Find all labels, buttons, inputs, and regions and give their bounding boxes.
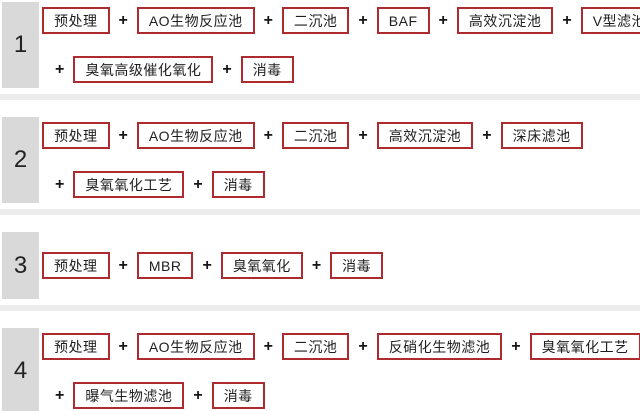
plus-separator: + xyxy=(311,256,322,274)
plus-separator: + xyxy=(118,337,128,355)
process-step-box: 臭氧氧化 xyxy=(220,252,303,279)
process-step-box: 深床滤池 xyxy=(500,122,583,149)
row-number: 1 xyxy=(2,2,39,88)
process-step-box: 预处理 xyxy=(42,7,110,34)
plus-separator: + xyxy=(562,11,572,29)
process-step-box: 臭氧高级催化氧化 xyxy=(73,56,214,83)
plus-separator: + xyxy=(482,126,492,144)
process-step-box: 反硝化生物滤池 xyxy=(376,333,503,360)
process-step-box: 高效沉淀池 xyxy=(376,122,474,149)
row-content: 预处理 + MBR + 臭氧氧化 + 消毒 xyxy=(39,232,640,299)
row-content: 预处理 + AO生物反应池 + 二沉池 + 反硝化生物滤池 + 臭氧氧化工艺 + 曝气生物滤池 + 消毒 xyxy=(39,328,640,411)
plus-separator: + xyxy=(438,11,448,29)
row-number: 3 xyxy=(2,232,39,299)
process-step-box: MBR xyxy=(136,252,194,279)
process-step-box: AO生物反应池 xyxy=(136,122,255,149)
process-step-box: 预处理 xyxy=(42,122,110,149)
process-step-box: 臭氧氧化工艺 xyxy=(529,333,640,360)
plus-separator: + xyxy=(55,386,65,404)
process-step-box: AO生物反应池 xyxy=(136,333,255,360)
process-step-box: 消毒 xyxy=(240,56,294,83)
plus-separator: + xyxy=(511,337,521,355)
plus-separator: + xyxy=(358,11,368,29)
process-step-box: 二沉池 xyxy=(281,333,350,360)
process-step-box: AO生物反应池 xyxy=(136,7,255,34)
plus-separator: + xyxy=(202,256,212,274)
plus-separator: + xyxy=(263,126,273,144)
plus-separator: + xyxy=(118,11,128,29)
plus-separator: + xyxy=(55,175,65,193)
process-line: 预处理 + AO生物反应池 + 二沉池 + BAF + 高效沉淀池 + V型滤池 xyxy=(42,7,640,34)
process-step-box: 二沉池 xyxy=(281,122,350,149)
process-step-box: 预处理 xyxy=(42,333,110,360)
row-separator xyxy=(0,305,640,311)
process-step-box: 消毒 xyxy=(330,252,384,279)
plus-separator: + xyxy=(118,126,128,144)
process-line: 预处理 + AO生物反应池 + 二沉池 + 反硝化生物滤池 + 臭氧氧化工艺 xyxy=(42,333,640,360)
plus-separator: + xyxy=(193,386,203,404)
process-line: 预处理 + AO生物反应池 + 二沉池 + 高效沉淀池 + 深床滤池 xyxy=(42,122,636,149)
process-line: 预处理 + MBR + 臭氧氧化 + 消毒 xyxy=(42,252,636,279)
plus-separator: + xyxy=(118,256,128,274)
process-step-box: 消毒 xyxy=(211,382,265,409)
row-number: 2 xyxy=(2,117,39,203)
plus-separator: + xyxy=(263,11,273,29)
plus-separator: + xyxy=(193,175,203,193)
process-step-box: 臭氧氧化工艺 xyxy=(73,171,185,198)
process-step-box: BAF xyxy=(376,7,430,34)
row-content: 预处理 + AO生物反应池 + 二沉池 + 高效沉淀池 + 深床滤池 + 臭氧氧化工艺 + 消毒 xyxy=(39,117,640,203)
plus-separator: + xyxy=(55,60,65,78)
process-step-box: 二沉池 xyxy=(281,7,350,34)
process-step-box: 消毒 xyxy=(211,171,265,198)
process-step-box: 曝气生物滤池 xyxy=(73,382,185,409)
row-separator xyxy=(0,94,640,100)
process-step-box: 高效沉淀池 xyxy=(456,7,554,34)
plus-separator: + xyxy=(358,126,368,144)
process-line: + 曝气生物滤池 + 消毒 xyxy=(42,382,640,409)
plus-separator: + xyxy=(263,337,273,355)
plus-separator: + xyxy=(358,337,368,355)
plus-separator: + xyxy=(222,60,232,78)
row-number: 4 xyxy=(2,328,39,411)
row-separator xyxy=(0,209,640,215)
process-line: + 臭氧氧化工艺 + 消毒 xyxy=(42,171,636,198)
row-content: 预处理+AO生物反应池+二沉池+BAF+高效沉淀池+V型滤池+臭氧高级催化氧化+… xyxy=(39,2,640,88)
process-line: + 臭氧高级催化氧化 + 消毒 xyxy=(42,56,640,83)
process-step-box: V型滤池 xyxy=(580,7,640,34)
process-step-box: 预处理 xyxy=(42,252,110,279)
